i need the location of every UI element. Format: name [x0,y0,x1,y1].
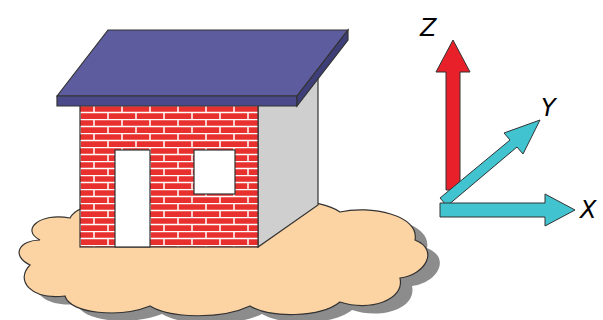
roof-front-edge [57,96,297,106]
y-axis-label: Y [541,96,556,120]
window [194,150,235,194]
brick-wall [80,105,258,247]
roof-side-edge [297,30,348,106]
door [115,150,150,247]
x-axis-arrow [440,194,575,226]
x-axis-label: X [580,198,596,222]
z-axis-arrow [436,40,470,190]
y-axis-arrow [440,120,540,206]
z-axis-label: Z [420,16,436,40]
